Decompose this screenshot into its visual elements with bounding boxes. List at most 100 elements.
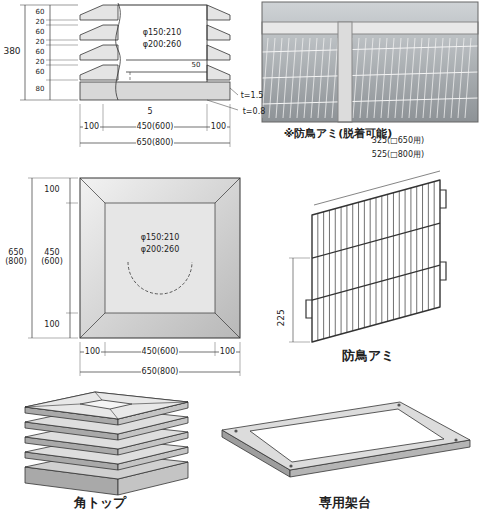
louver-fin [80,25,118,40]
mesh-wire [374,38,380,118]
bevel-line [215,313,240,338]
dimension-line [293,258,294,342]
mesh-wire [329,210,330,337]
bolt-hole [397,403,400,406]
mesh-wire [297,38,303,118]
mesh-wire [423,38,429,118]
pipe-size: φ200:260 [141,246,180,255]
base-band [80,82,230,100]
thickness-label: t=0.8 [243,108,266,117]
dimension-line [46,45,78,46]
mesh-wire [422,185,423,312]
mesh-wire [323,212,324,339]
mesh-wire [346,205,347,332]
dimension-label: 20 [36,59,45,67]
mesh-wire [444,38,450,118]
pipe-circle [128,262,192,294]
dimension-label: 450(600) [136,123,175,132]
louver-fin [207,5,230,20]
roof-top [80,400,132,409]
roof [25,392,188,419]
mesh-wire [416,38,422,118]
leader-line [230,88,238,95]
dimension-line [230,104,231,147]
dimension-label: 60 [36,9,45,17]
elevation-view [20,3,238,147]
mesh-wire [335,209,336,336]
dimension-label: 20 [36,39,45,47]
mesh-wire [283,38,289,118]
pipe-collar [126,72,207,73]
dimension-line [20,100,78,101]
dimension-label: 100 [84,348,101,357]
mesh-wire [409,38,415,118]
mesh-wire [381,196,382,323]
mesh-wire [416,186,417,313]
pipe-size: φ200:260 [143,41,182,50]
dimension-label: 450 (600) [38,249,66,267]
mesh-wire [465,38,471,118]
dimension-line [46,25,78,26]
bevel-line [80,178,105,203]
dimension-line [66,203,78,204]
hook [440,190,446,208]
dimension-line [46,80,78,81]
mesh-wire [312,265,440,300]
thickness-label: t=1.5 [241,92,264,101]
dimension-label: 100 [44,321,59,330]
frame-top [222,402,470,470]
chimney-top [25,392,188,495]
mesh-wire [370,199,371,326]
bevel-line [215,178,240,203]
dimension-line [46,40,78,41]
mesh-wire [262,46,478,52]
dimension-line [215,342,216,356]
mesh-wire [317,213,318,340]
dimension-label: 60 [36,49,45,57]
mesh-wire [262,72,478,78]
dimension-label: 60 [36,29,45,37]
dimension-line [289,342,310,343]
mesh-wire [451,38,457,118]
mesh-wire [393,193,394,320]
dimension-line [80,104,81,147]
dimension-label: 450(600) [141,348,180,357]
part-name: 専用架台 [319,496,371,510]
slab-top [25,392,188,419]
mesh-wire [434,182,435,309]
pipe-size: φ150:210 [141,234,180,243]
roof-edge [25,404,80,407]
break-line [116,3,121,100]
bolt-hole [289,464,292,467]
photo-bird-net [262,2,478,122]
mesh-wire [405,190,406,317]
dimension-label: 100 [83,123,100,132]
net-frame [312,180,440,342]
louver-fin [80,45,118,60]
mesh-wire [364,201,365,328]
bolt-hole [234,429,237,432]
dimension-line [66,313,78,314]
bird-net [289,171,446,342]
pipe-size: φ150:210 [143,29,182,38]
dimension-line [80,342,81,376]
mesh-wire [360,38,366,118]
dimension-label: 50 [192,62,201,70]
dimension-line [50,5,51,100]
dimension-line [25,5,26,100]
top-plate [118,4,207,5]
dimension-label: 5 [147,108,152,117]
dimension-label: 650(800) [136,139,175,148]
dimension-line [46,20,78,21]
dimension-line [105,342,106,356]
mesh-wire [458,38,464,118]
mesh-wire [430,38,436,118]
mesh-wire [399,191,400,318]
mesh-wire [388,38,394,118]
mesh-wire [262,98,478,104]
dimension-label: 380 [2,47,21,57]
hook [306,300,312,318]
pipe-collar [126,60,207,61]
dimension-label: 20 [36,19,45,27]
